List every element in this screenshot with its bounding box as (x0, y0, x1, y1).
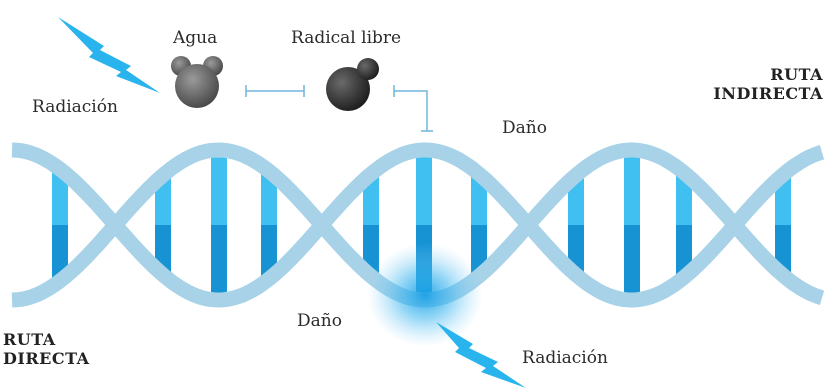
agua-label: Agua (173, 28, 217, 48)
free-radical-icon (326, 58, 379, 111)
base-pair-upper (416, 150, 432, 225)
base-pair-upper (624, 150, 640, 225)
radical-libre-label: Radical libre (291, 28, 401, 48)
base-pair-lower (624, 225, 640, 300)
dano-label-bottom: Daño (297, 311, 342, 331)
base-pair-upper (211, 150, 227, 225)
ruta-directa-heading: RUTA DIRECTA (3, 330, 90, 368)
damage-glow (367, 243, 483, 347)
radiacion-label-top: Radiación (32, 97, 118, 117)
radiacion-label-bottom: Radiación (522, 348, 608, 368)
dano-label-top: Daño (502, 118, 547, 138)
ruta-indirecta-heading: RUTA INDIRECTA (713, 65, 823, 103)
base-pair-lower (211, 225, 227, 300)
lightning-bolt-icon (58, 17, 160, 93)
lightning-bolt-icon (436, 322, 526, 388)
water-molecule-icon (171, 56, 223, 108)
